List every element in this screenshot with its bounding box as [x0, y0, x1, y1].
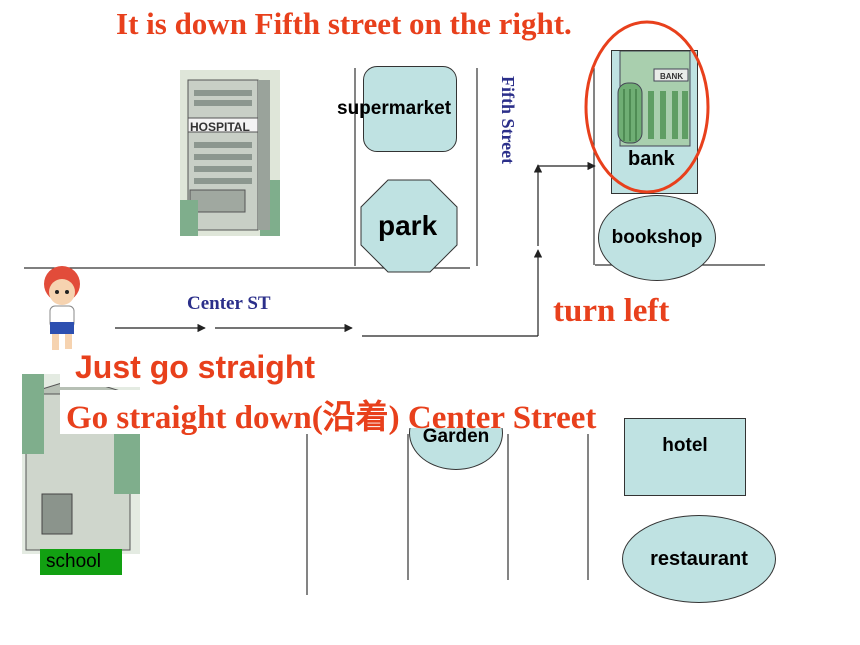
bank-highlight-ellipse [584, 20, 710, 194]
restaurant-label: restaurant [650, 547, 748, 570]
boy-icon [44, 266, 80, 350]
supermarket-building [363, 66, 457, 152]
bank-sign: BANK [660, 72, 684, 81]
page-title: It is down Fifth street on the right. [116, 6, 572, 41]
hospital-label: HOSPITAL [190, 120, 250, 134]
school-sign: school [40, 549, 122, 575]
go-straight-down-overlay: Go straight down(沿着) Center Street [66, 390, 706, 436]
park-octagon [360, 179, 458, 273]
supermarket-label: supermarket [337, 98, 452, 119]
hospital-icon [180, 70, 280, 236]
bank-icon [617, 50, 691, 147]
just-go-straight-text: Just go straight [60, 349, 385, 387]
park-label: park [378, 210, 438, 241]
bank-label: bank [628, 148, 675, 170]
garden-label: Garden [422, 426, 490, 447]
bookshop-building: bookshop [598, 195, 716, 281]
bookshop-label: bookshop [611, 227, 703, 248]
restaurant-building: restaurant [622, 515, 776, 603]
turn-left-text: turn left [553, 293, 670, 329]
hospital-building: HOSPITAL [180, 70, 280, 236]
hotel-label: hotel [662, 435, 708, 456]
hotel-building: hotel [624, 418, 746, 496]
bank-building: BANK [611, 50, 698, 194]
fifth-street-label: Fifth Street [498, 76, 518, 165]
center-street-label: Center ST [187, 293, 271, 314]
